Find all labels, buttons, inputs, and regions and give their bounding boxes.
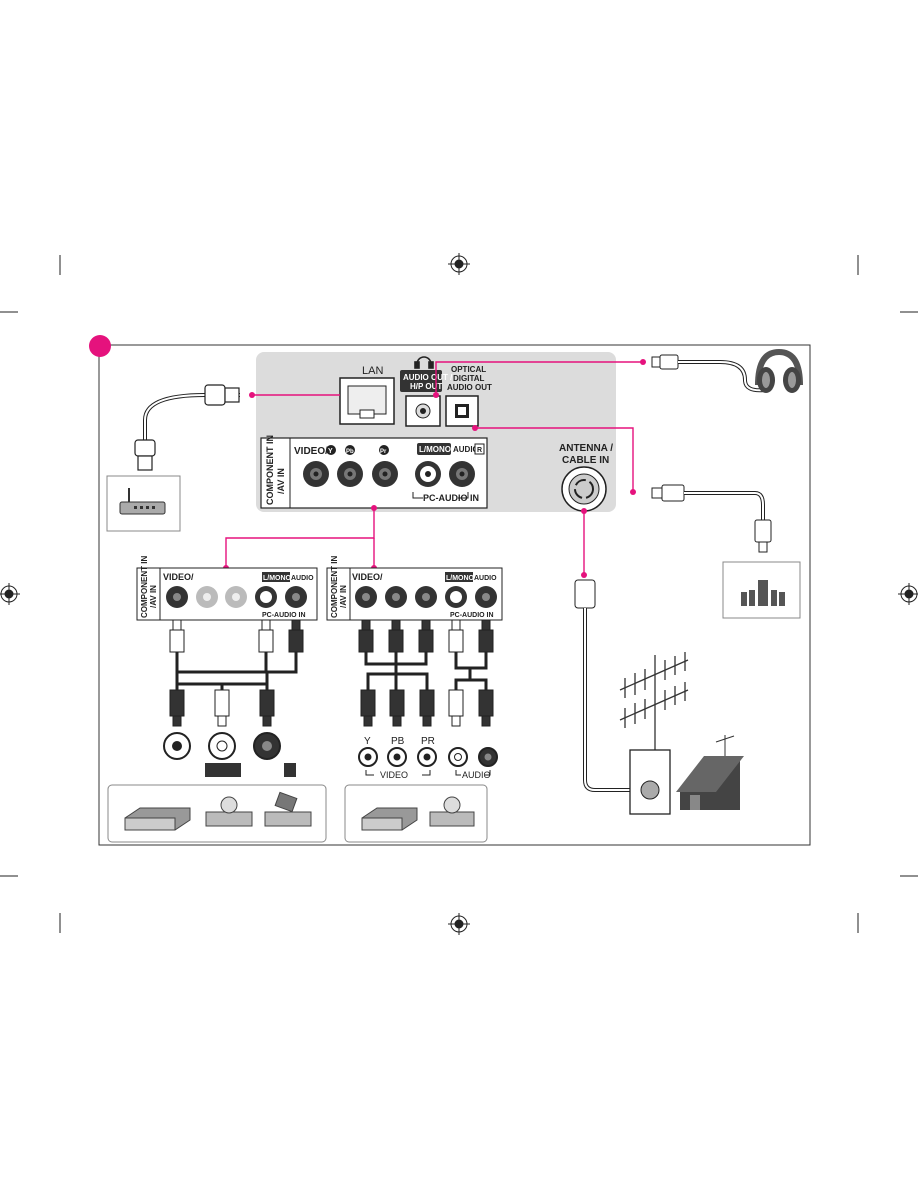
lan-label: LAN bbox=[362, 365, 383, 377]
connection-lines bbox=[225, 361, 643, 575]
antenna-icon bbox=[619, 652, 689, 750]
headphone-cable bbox=[651, 354, 766, 393]
tv-pb-badge: Pb bbox=[346, 449, 354, 455]
middle-audio-label: AUDIO bbox=[474, 575, 497, 582]
speaker-system-icon bbox=[741, 580, 785, 606]
tv-component-label: COMPONENT IN bbox=[265, 435, 275, 505]
router-box bbox=[106, 475, 181, 532]
step-marker bbox=[89, 335, 111, 357]
left-device-jacks bbox=[163, 732, 281, 760]
video-group-label: VIDEO bbox=[380, 770, 408, 780]
antenna-cable bbox=[574, 579, 640, 792]
registration-mark-icon bbox=[448, 913, 470, 935]
audio-out-label: AUDIO OUT / bbox=[403, 373, 453, 382]
middle-video-label: VIDEO/ bbox=[352, 572, 383, 582]
dvd-player-icon bbox=[361, 807, 418, 831]
vcr-icon bbox=[264, 791, 312, 827]
tv-pc-audio-label: PC-AUDIO IN bbox=[423, 493, 479, 503]
tv-rca-jacks[interactable] bbox=[303, 461, 475, 487]
audio-out-optical-label: AUDIO OUT bbox=[447, 383, 492, 392]
cable-in-label: CABLE IN bbox=[562, 455, 609, 466]
audio-group-label: AUDIO bbox=[462, 770, 491, 780]
left-component-label: COMPONENT IN bbox=[140, 556, 149, 618]
optical-label: OPTICAL bbox=[451, 365, 486, 374]
tv-y-badge: Y bbox=[328, 448, 333, 455]
middle-rca-jacks[interactable] bbox=[355, 586, 497, 608]
left-video-label: VIDEO/ bbox=[163, 572, 194, 582]
router-icon bbox=[119, 488, 166, 515]
house-icon bbox=[676, 735, 744, 810]
left-mono-tag bbox=[205, 763, 241, 777]
middle-rca-cables bbox=[358, 619, 494, 727]
lan-cable bbox=[134, 384, 240, 471]
jack-pr-label: PR bbox=[421, 736, 435, 747]
registration-mark-icon bbox=[0, 583, 20, 605]
tv-lmono-label: L/MONO bbox=[419, 445, 451, 454]
middle-av-in-label: /AV IN bbox=[339, 585, 348, 608]
optical-cable bbox=[651, 484, 772, 553]
middle-lmono-label: L/MONO bbox=[446, 575, 475, 582]
left-av-in-label: /AV IN bbox=[149, 585, 158, 608]
headphones-icon bbox=[755, 348, 803, 393]
hp-out-label: H/P OUT bbox=[410, 382, 442, 391]
registration-mark-icon bbox=[448, 253, 470, 275]
middle-component-label: COMPONENT IN bbox=[330, 556, 339, 618]
left-pc-audio-label: PC-AUDIO IN bbox=[262, 612, 306, 619]
middle-device-jacks bbox=[358, 747, 498, 767]
audio-out-label-bg bbox=[400, 370, 442, 392]
tv-r-badge: R bbox=[477, 447, 482, 454]
left-rca-jacks[interactable] bbox=[166, 586, 307, 608]
jack-pb-label: PB bbox=[391, 736, 405, 747]
jack-y-label: Y bbox=[364, 736, 371, 747]
antenna-label: ANTENNA / bbox=[559, 443, 613, 454]
left-lmono-label: L/MONO bbox=[263, 575, 292, 582]
dvd-player-icon bbox=[124, 807, 191, 831]
left-rca-cables bbox=[169, 619, 304, 727]
tv-av-in-label: /AV IN bbox=[276, 468, 286, 494]
left-audio-label: AUDIO bbox=[291, 575, 314, 582]
middle-pc-audio-label: PC-AUDIO IN bbox=[450, 612, 494, 619]
digital-label: DIGITAL bbox=[453, 374, 485, 383]
dvd-player-icon bbox=[205, 796, 253, 827]
diagram-frame bbox=[98, 344, 811, 846]
dvd-player-icon bbox=[429, 796, 475, 827]
registration-mark-icon bbox=[898, 583, 918, 605]
headphone-small-icon bbox=[414, 356, 434, 369]
tv-video-label: VIDEO/ bbox=[294, 446, 328, 457]
tv-audio-label: AUDIO bbox=[453, 445, 479, 454]
tv-pr-badge: Pr bbox=[380, 449, 387, 455]
